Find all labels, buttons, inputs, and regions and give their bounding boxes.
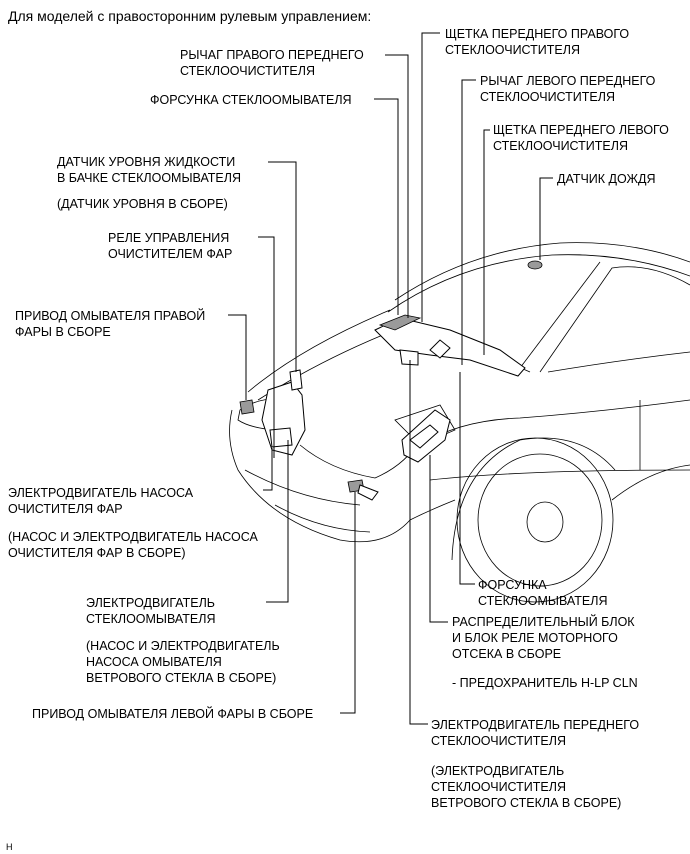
label-left-wiper-arm: РЫЧАГ ЛЕВОГО ПЕРЕДНЕГО СТЕКЛООЧИСТИТЕЛЯ <box>480 74 656 104</box>
label-left-wiper-blade: ЩЕТКА ПЕРЕДНЕГО ЛЕВОГО СТЕКЛООЧИСТИТЕЛЯ <box>493 123 669 153</box>
label-headlamp-cleaner-relay: РЕЛЕ УПРАВЛЕНИЯ ОЧИСТИТЕЛЕМ ФАР <box>108 231 233 261</box>
label-headlamp-pump-motor: ЭЛЕКТРОДВИГАТЕЛЬ НАСОСА ОЧИСТИТЕЛЯ ФАР <box>8 486 194 516</box>
label-headlamp-pump-note: (НАСОС И ЭЛЕКТРОДВИГАТЕЛЬ НАСОСА ОЧИСТИТ… <box>8 530 258 560</box>
label-washer-nozzle-bottom: ФОРСУНКА СТЕКЛООМЫВАТЕЛЯ <box>478 578 608 608</box>
footer-code: H <box>6 842 13 852</box>
label-right-headlamp-actuator: ПРИВОД ОМЫВАТЕЛЯ ПРАВОЙ ФАРЫ В СБОРЕ <box>15 309 206 339</box>
label-left-headlamp-actuator: ПРИВОД ОМЫВАТЕЛЯ ЛЕВОЙ ФАРЫ В СБОРЕ <box>32 707 314 721</box>
label-washer-motor: ЭЛЕКТРОДВИГАТЕЛЬ СТЕКЛООМЫВАТЕЛЯ <box>86 596 216 626</box>
label-fluid-level-sensor: ДАТЧИК УРОВНЯ ЖИДКОСТИ В БАЧКЕ СТЕКЛООМЫ… <box>57 155 242 185</box>
label-right-wiper-blade: ЩЕТКА ПЕРЕДНЕГО ПРАВОГО СТЕКЛООЧИСТИТЕЛЯ <box>445 27 630 57</box>
page-header: Для моделей с правосторонним рулевым упр… <box>8 8 372 24</box>
label-relay-block: РАСПРЕДЕЛИТЕЛЬНЫЙ БЛОК И БЛОК РЕЛЕ МОТОР… <box>452 615 635 661</box>
label-wiper-motor: ЭЛЕКТРОДВИГАТЕЛЬ ПЕРЕДНЕГО СТЕКЛООЧИСТИТ… <box>431 718 640 748</box>
components <box>239 260 543 501</box>
leader-lines <box>228 32 553 725</box>
label-fluid-level-sensor-note: (ДАТЧИК УРОВНЯ В СБОРЕ) <box>57 197 228 211</box>
label-wiper-motor-note: (ЭЛЕКТРОДВИГАТЕЛЬ СТЕКЛООЧИСТИТЕЛЯ ВЕТРО… <box>431 764 622 810</box>
label-fuse: - ПРЕДОХРАНИТЕЛЬ H-LP CLN <box>452 676 638 690</box>
label-washer-nozzle-top: ФОРСУНКА СТЕКЛООМЫВАТЕЛЯ <box>150 93 352 107</box>
label-rain-sensor: ДАТЧИК ДОЖДЯ <box>557 172 656 186</box>
label-right-wiper-arm: РЫЧАГ ПРАВОГО ПЕРЕДНЕГО СТЕКЛООЧИСТИТЕЛЯ <box>180 48 364 78</box>
label-washer-motor-note: (НАСОС И ЭЛЕКТРОДВИГАТЕЛЬ НАСОСА ОМЫВАТЕ… <box>86 639 280 685</box>
